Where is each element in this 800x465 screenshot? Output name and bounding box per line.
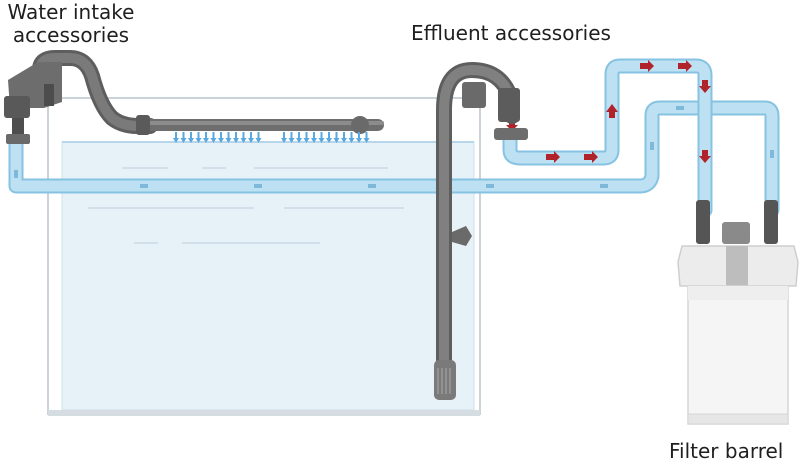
spray-drop-icon bbox=[210, 132, 217, 143]
spray-drop-icon bbox=[255, 132, 262, 143]
spray-drop-icon bbox=[180, 132, 187, 143]
water-intake-label-line1: Water intake bbox=[7, 0, 135, 24]
spray-drop-icon bbox=[281, 132, 287, 143]
spray-drop-icon bbox=[311, 132, 317, 143]
hoses bbox=[8, 58, 780, 218]
spray-drop-icon bbox=[288, 132, 295, 143]
spray-drop-icon bbox=[363, 132, 370, 143]
water-intake-accessories bbox=[4, 50, 384, 144]
spray-drop-icon bbox=[233, 132, 239, 143]
spray-drop-icon bbox=[303, 132, 310, 143]
spray-drop-icon bbox=[188, 132, 194, 143]
filter-barrel bbox=[677, 200, 799, 425]
spray-drop-icon bbox=[225, 132, 232, 143]
spray-drop-icon bbox=[348, 132, 355, 143]
aquarium-tank bbox=[47, 97, 481, 416]
spray-drop-icon bbox=[195, 132, 202, 143]
spray-drop-icon bbox=[356, 132, 362, 143]
hose-clips bbox=[14, 106, 774, 188]
spray-drop-icon bbox=[218, 132, 224, 143]
spray-drop-icon bbox=[318, 132, 325, 143]
effluent-label: Effluent accessories bbox=[411, 21, 611, 45]
spray-drop-icon bbox=[173, 132, 370, 143]
spray-drop-icon bbox=[333, 132, 340, 143]
water-ripples bbox=[88, 167, 404, 244]
water-intake-label: Water intake accessories bbox=[6, 1, 136, 47]
spray-drop-icon bbox=[173, 132, 179, 143]
filter-barrel-label: Filter barrel bbox=[669, 439, 784, 463]
spray-drop-icon bbox=[248, 132, 254, 143]
spray-drop-icon bbox=[203, 132, 209, 143]
effluent-accessories bbox=[434, 61, 528, 400]
spray-drop-icon bbox=[341, 132, 347, 143]
spray-drop-icon bbox=[296, 132, 302, 143]
spray-drop-icon bbox=[326, 132, 332, 143]
water-intake-label-line2: accessories bbox=[12, 23, 130, 47]
spray-drop-icon bbox=[240, 132, 247, 143]
